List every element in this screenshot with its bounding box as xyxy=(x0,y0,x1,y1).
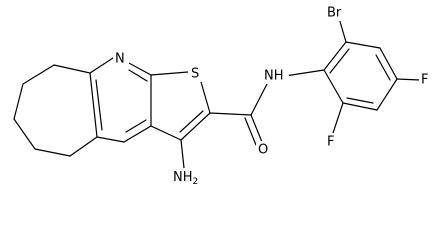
bond-c-f-para xyxy=(396,78,421,81)
amino-group-subscript: 2 xyxy=(193,177,199,187)
f-para-label-bg xyxy=(419,71,433,88)
bond-py-5b xyxy=(125,119,147,133)
bond-aryl-1 xyxy=(323,41,347,71)
bond-c-o-1 xyxy=(250,114,263,143)
bond-cyclo-5 xyxy=(34,148,71,157)
n-label-bg xyxy=(113,50,129,67)
bond-th-3 xyxy=(180,112,211,141)
bond-n-aryl xyxy=(284,69,325,77)
fluorine-para-label: F xyxy=(421,73,428,88)
bond-th-3b xyxy=(179,110,204,133)
bond-py-1b xyxy=(95,79,103,131)
bond-aryl-1b xyxy=(329,48,350,74)
bond-th-1 xyxy=(150,71,189,76)
bond-c-f-ortho xyxy=(332,102,344,134)
atom-labels: Br S N NH F F O NH2 xyxy=(113,4,433,187)
bond-th-2 xyxy=(200,81,211,114)
bond-py-1 xyxy=(89,72,98,138)
bond-th-4 xyxy=(150,125,182,141)
bromine-atom-label: Br xyxy=(327,6,342,21)
bond-cyclo-2 xyxy=(22,64,55,85)
f-ortho-label-bg xyxy=(325,133,339,150)
amino-group-label: NH2 xyxy=(173,170,198,187)
bond-py-6 xyxy=(96,136,125,143)
amino-group-nh: NH xyxy=(173,170,193,185)
bond-aryl-6 xyxy=(323,69,344,104)
bond-aryl-5 xyxy=(342,102,378,111)
bond-c-nh2 xyxy=(180,139,185,169)
bond-py-3b xyxy=(128,69,148,82)
bond-py-2 xyxy=(89,57,114,74)
br-label-bg xyxy=(325,4,349,21)
bond-lines xyxy=(13,17,421,169)
o-label-bg xyxy=(256,141,272,158)
fluorine-ortho-label: F xyxy=(327,135,334,150)
bond-c-nh xyxy=(250,83,268,116)
bond-cyclo-4 xyxy=(13,118,36,150)
oxygen-atom-label: O xyxy=(258,143,268,158)
ring-nitrogen-atom-label: N xyxy=(115,52,125,67)
nh2-label-bg xyxy=(171,168,207,186)
nh-label-bg xyxy=(263,67,289,84)
chemical-structure: Br S N NH F F O NH2 xyxy=(13,4,433,187)
bond-cyclo-1 xyxy=(53,64,91,74)
bond-py-5 xyxy=(123,125,152,143)
bond-aryl-3b xyxy=(375,54,391,81)
amide-nh-label: NH xyxy=(264,69,284,84)
bond-c-br xyxy=(338,17,347,43)
bond-aryl-4 xyxy=(376,78,398,111)
bond-aryl-5b xyxy=(346,97,374,104)
bond-cyclo-3 xyxy=(13,83,24,120)
bond-aryl-3 xyxy=(379,47,398,80)
bond-cyclo-6 xyxy=(69,136,98,157)
sulfur-atom-label: S xyxy=(191,67,199,82)
bond-py-3 xyxy=(126,61,152,76)
s-label-bg xyxy=(188,65,203,82)
bond-c-carbonyl xyxy=(209,112,252,116)
bond-aryl-2 xyxy=(345,41,381,49)
bond-c-o-2 xyxy=(244,117,257,146)
